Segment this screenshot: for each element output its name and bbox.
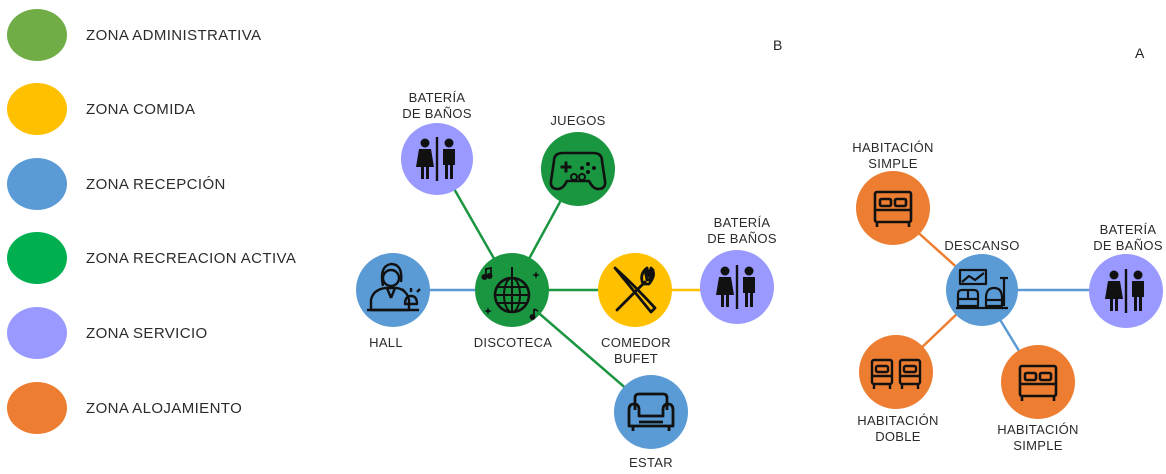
cutlery-icon — [613, 266, 657, 314]
receptionist-icon — [367, 262, 421, 312]
node-comedor: COMEDOR BUFET — [598, 253, 672, 366]
node-discoteca: DISCOTECA — [474, 253, 553, 350]
disco-ball-icon — [481, 266, 540, 320]
node-label: JUEGOS — [550, 113, 605, 128]
legend-item-comida: ZONA COMIDA — [7, 83, 195, 135]
legend-item-recepcion: ZONA RECEPCIÓN — [7, 158, 226, 210]
node-label: ESTAR — [629, 455, 673, 470]
node-descanso: DESCANSO — [944, 238, 1019, 326]
legend-swatch-recreacion — [7, 232, 67, 284]
node-label: BATERÍA — [1100, 222, 1157, 237]
legend-label-recepcion: ZONA RECEPCIÓN — [86, 176, 226, 193]
living-room-icon — [956, 268, 1008, 310]
node-label: HABITACIÓN — [857, 413, 939, 428]
legend-item-alojamiento: ZONA ALOJAMIENTO — [7, 382, 242, 434]
node-label: BATERÍA — [714, 215, 771, 230]
legend-swatch-alojamiento — [7, 382, 67, 434]
legend-label-servicio: ZONA SERVICIO — [86, 325, 208, 342]
node-label: COMEDOR — [601, 335, 671, 350]
legend-item-servicio: ZONA SERVICIO — [7, 307, 208, 359]
node-label: HABITACIÓN — [852, 140, 934, 155]
node-hab-simple-1: HABITACIÓN SIMPLE — [852, 140, 934, 245]
node-label: BUFET — [614, 351, 658, 366]
gamepad-icon — [549, 151, 607, 191]
legend-label-administrativa: ZONA ADMINISTRATIVA — [86, 27, 261, 44]
node-label: SIMPLE — [1013, 438, 1063, 453]
legend-label-recreacion: ZONA RECREACION ACTIVA — [86, 250, 296, 267]
node-hab-simple-2: HABITACIÓN SIMPLE — [997, 345, 1079, 453]
legend-label-comida: ZONA COMIDA — [86, 101, 195, 118]
node-label: HABITACIÓN — [997, 422, 1079, 437]
node-label: DE BAÑOS — [1093, 238, 1163, 253]
node-label: DE BAÑOS — [402, 106, 472, 121]
node-baterias-1: BATERÍA DE BAÑOS — [401, 90, 473, 195]
node-baterias-2: BATERÍA DE BAÑOS — [700, 215, 777, 324]
diagram-b: BATERÍA DE BAÑOS JUEGOS — [356, 90, 777, 470]
node-label: BATERÍA — [409, 90, 466, 105]
node-label: SIMPLE — [868, 156, 918, 171]
diagram-a: HABITACIÓN SIMPLE DESCANSO — [852, 140, 1163, 453]
node-label: DOBLE — [875, 429, 921, 444]
node-hab-doble: HABITACIÓN DOBLE — [857, 335, 939, 444]
node-label: DE BAÑOS — [707, 231, 777, 246]
node-estar: ESTAR — [614, 375, 688, 470]
legend-label-alojamiento: ZONA ALOJAMIENTO — [86, 400, 242, 417]
section-label-b: B — [773, 37, 782, 53]
legend-swatch-administrativa — [7, 9, 67, 61]
legend-swatch-recepcion — [7, 158, 67, 210]
twin-beds-icon — [870, 358, 922, 389]
armchair-icon — [627, 392, 675, 431]
section-label-a: A — [1135, 45, 1145, 61]
node-juegos: JUEGOS — [541, 113, 615, 206]
node-label: DISCOTECA — [474, 335, 553, 350]
node-label: DESCANSO — [944, 238, 1019, 253]
legend: ZONA ADMINISTRATIVA ZONA COMIDA ZONA REC… — [7, 9, 296, 434]
legend-swatch-comida — [7, 83, 67, 135]
node-hall: HALL — [356, 253, 430, 350]
legend-item-recreacion: ZONA RECREACION ACTIVA — [7, 232, 296, 284]
node-baterias-a: BATERÍA DE BAÑOS — [1089, 222, 1163, 328]
legend-swatch-servicio — [7, 307, 67, 359]
legend-item-administrativa: ZONA ADMINISTRATIVA — [7, 9, 261, 61]
node-label: HALL — [369, 335, 403, 350]
